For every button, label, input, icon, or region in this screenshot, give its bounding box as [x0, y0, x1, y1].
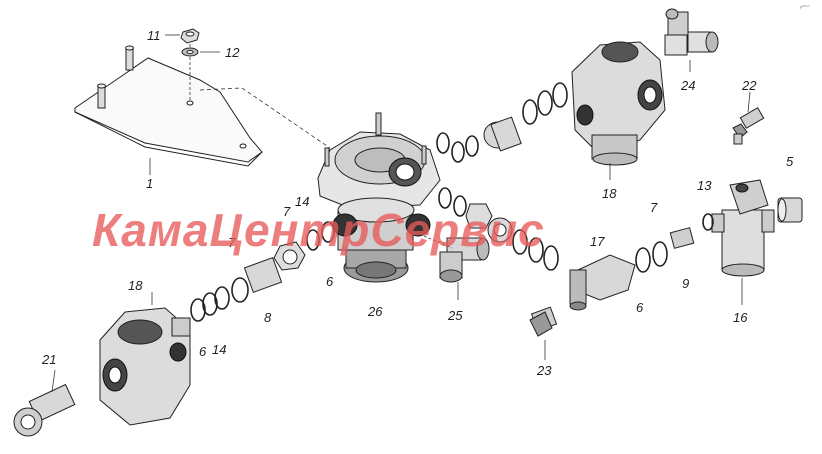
label-6a: 6 [326, 274, 334, 289]
valve-18-upper [571, 41, 666, 166]
label-18a: 18 [602, 186, 617, 201]
label-1: 1 [146, 176, 153, 191]
label-14b: 14 [212, 342, 226, 357]
label-23: 23 [536, 363, 552, 378]
label-7a: 7 [283, 204, 291, 219]
label-12: 12 [225, 45, 240, 60]
label-6b: 6 [636, 300, 644, 315]
label-18b: 18 [128, 278, 143, 293]
valve-16 [711, 179, 775, 277]
watermark: КамаЦентрСервис [92, 204, 545, 256]
nut-11 [180, 28, 200, 44]
label-9: 9 [682, 276, 689, 291]
ring-13 [702, 213, 714, 231]
label-6c: 6 [199, 344, 207, 359]
label-26: 26 [367, 304, 383, 319]
label-22: 22 [741, 78, 757, 93]
valve-17 [569, 254, 636, 311]
bracket-plate [74, 45, 263, 167]
label-8: 8 [264, 310, 272, 325]
plug-23 [529, 306, 558, 337]
label-17: 17 [590, 234, 605, 249]
label-25: 25 [447, 308, 463, 323]
label-16: 16 [733, 310, 748, 325]
label-14a: 14 [295, 194, 309, 209]
label-7c: 7 [650, 200, 658, 215]
label-21: 21 [41, 352, 56, 367]
label-11: 11 [147, 28, 161, 43]
corner-code: p²⁰¹⁶⁶ [800, 4, 810, 9]
fitting-5 [777, 197, 803, 223]
label-24: 24 [680, 78, 695, 93]
fitting-21 [13, 383, 76, 437]
ring-chain-middle [438, 187, 559, 271]
label-5: 5 [786, 154, 794, 169]
label-7b: 7 [228, 235, 236, 250]
tee-24 [664, 8, 719, 56]
ring-chain-upper [436, 82, 568, 163]
elbow-25 [439, 237, 490, 283]
relay-valve-26 [317, 112, 441, 283]
fitting-22 [732, 107, 765, 145]
ring-chain-left [190, 221, 335, 322]
valve-18-lower [99, 307, 191, 426]
washer-12 [181, 47, 199, 57]
label-13: 13 [697, 178, 712, 193]
ring-chain-right [635, 227, 695, 273]
